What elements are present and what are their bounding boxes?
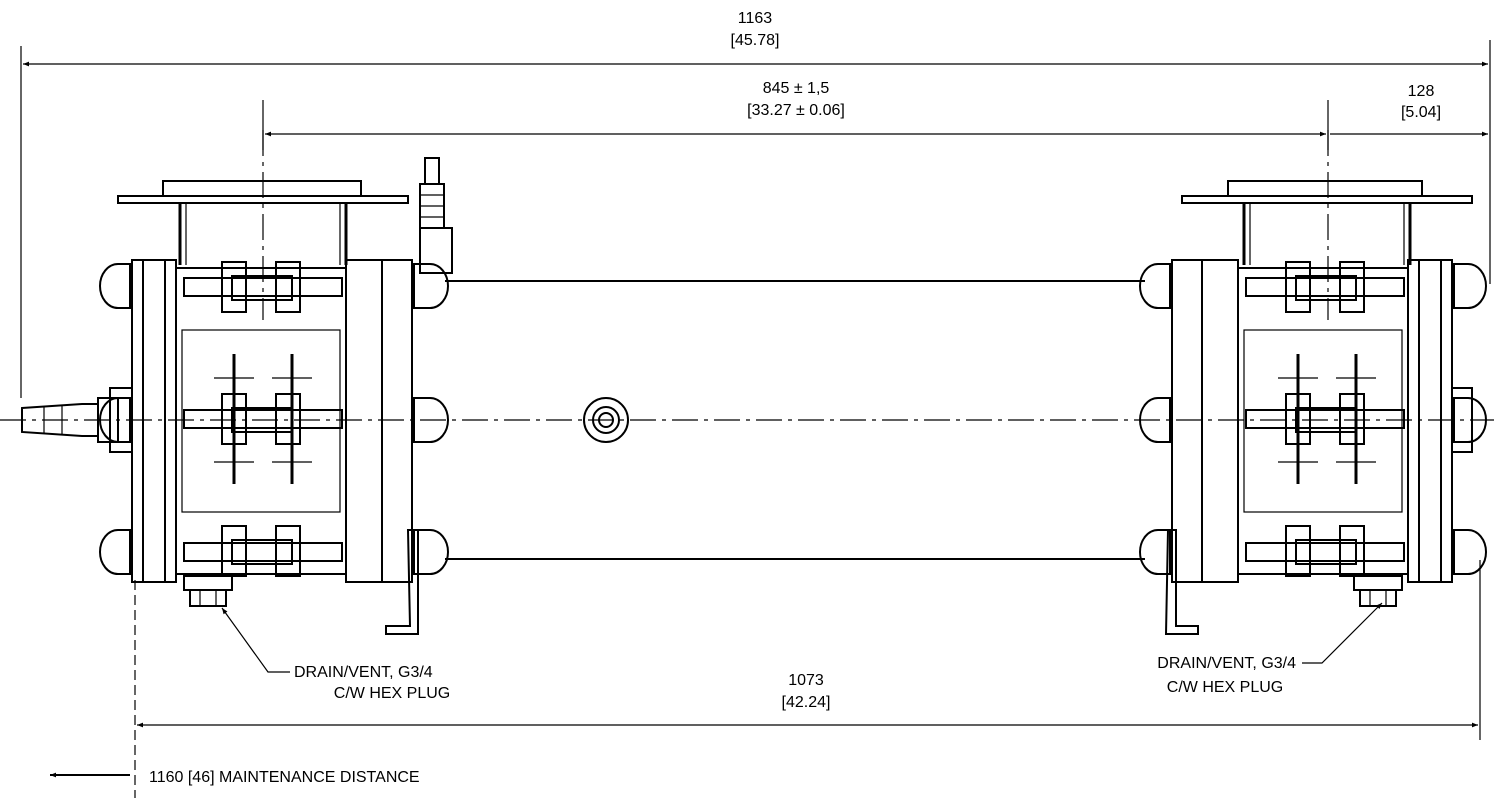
dim-overall-imperial: [45.78] <box>731 32 780 49</box>
leader-lines <box>221 602 1383 673</box>
drain-left-line1: DRAIN/VENT, G3/4 <box>294 664 433 681</box>
dim-body-length-value: 1073 <box>788 672 824 689</box>
main-tube <box>445 280 1145 560</box>
drain-right-line1: DRAIN/VENT, G3/4 <box>1157 655 1296 672</box>
dim-body-length-imperial: [42.24] <box>782 694 831 711</box>
maintenance-note: 1160 [46] MAINTENANCE DISTANCE <box>149 769 420 786</box>
left-end-assembly <box>21 157 453 635</box>
dim-end-offset-value: 128 <box>1408 83 1435 100</box>
extension-lines <box>20 40 1491 798</box>
drain-right-line2: C/W HEX PLUG <box>1167 679 1283 696</box>
dimension-lines <box>23 61 1488 778</box>
drain-left-line2: C/W HEX PLUG <box>334 685 450 702</box>
centerlines <box>0 130 1494 421</box>
labels: 1163 [45.78] 845 ± 1,5 [33.27 ± 0.06] 12… <box>149 10 1441 786</box>
leader-drain-left <box>221 607 290 673</box>
dim-flange-centers-imperial: [33.27 ± 0.06] <box>747 102 845 119</box>
right-end-assembly <box>1139 180 1487 635</box>
dim-overall-value: 1163 <box>738 10 773 27</box>
leader-drain-right <box>1302 602 1383 664</box>
dim-flange-centers-value: 845 ± 1,5 <box>763 80 830 97</box>
dim-end-offset-imperial: [5.04] <box>1401 104 1441 121</box>
